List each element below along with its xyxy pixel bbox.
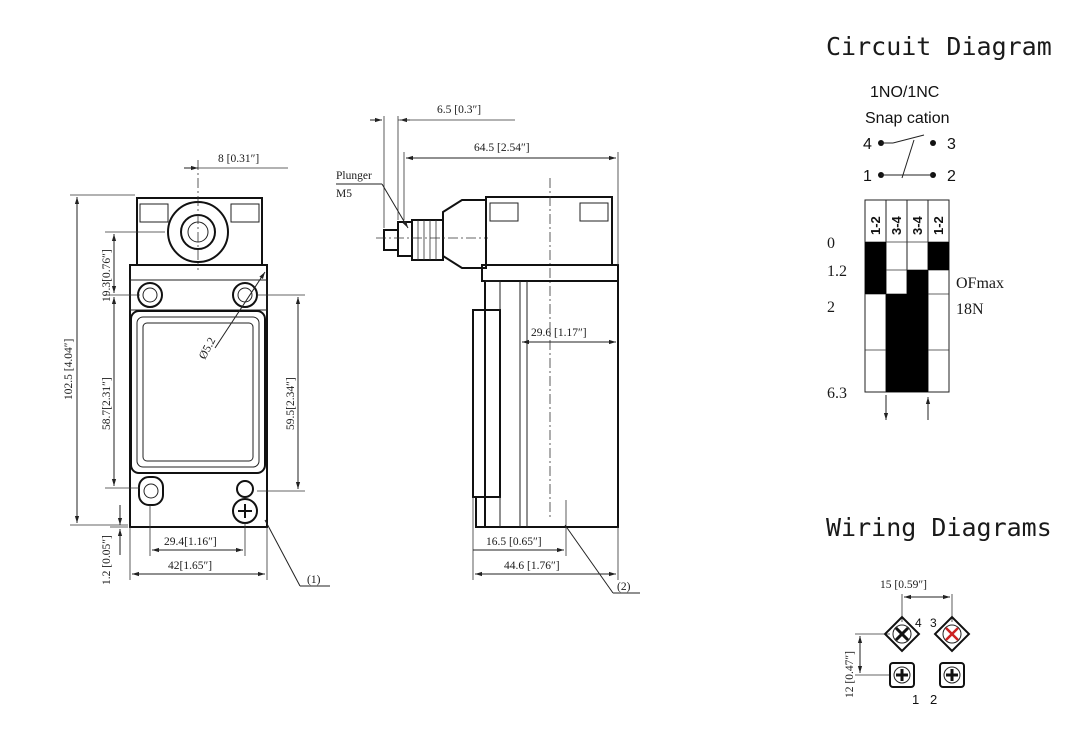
side-plunger-thread-lines xyxy=(417,220,437,260)
dim-front-body-height: 58.7[2.31″] xyxy=(101,297,140,489)
wiring-spacing-h: 15 [0.59″] xyxy=(880,579,927,591)
wiring-title: Wiring Diagrams xyxy=(826,513,1052,542)
side-head-notch-left xyxy=(489,202,519,222)
circuit-terminal-4: 4 xyxy=(863,136,872,153)
front-hole-top-left xyxy=(137,282,163,308)
dim-side-depth-inner-label: 29.6 [1.17″] xyxy=(531,327,587,339)
travel-col-2: 3-4 xyxy=(889,215,904,235)
travel-col-1: 1-2 xyxy=(868,216,883,235)
callout-front: (1) xyxy=(264,519,330,587)
wiring-terminal-4-label: 4 xyxy=(915,616,922,630)
travel-col-4: 1-2 xyxy=(931,216,946,235)
travel-col1-closed xyxy=(865,242,886,294)
wiring-terminal-1-label: 1 xyxy=(912,692,919,707)
side-plunger-callout: Plunger M5 xyxy=(336,170,409,229)
dim-front-width-label: 42[1.65″] xyxy=(168,560,212,572)
wiring-diagram: Wiring Diagrams 15 [0.59″] 12 [0.47″] 4 … xyxy=(826,513,1052,707)
side-view: 6.5 [0.3″] 64.5 [2.54″] Plunger M5 29.6 … xyxy=(336,104,640,594)
circuit-terminal-2: 2 xyxy=(947,168,956,185)
dim-side-base-depth-label: 16.5 [0.65″] xyxy=(486,536,542,548)
travel-label-0: 0 xyxy=(827,235,835,252)
dim-side-overall-len: 64.5 [2.54″] xyxy=(403,142,619,265)
callout-side-label: (2) xyxy=(617,581,631,593)
dim-side-base-depth: 16.5 [0.65″] xyxy=(472,497,619,580)
circuit-action: Snap cation xyxy=(865,110,950,127)
dim-front-head-height-label: 19.3[0.76″] xyxy=(101,249,113,302)
front-cover-window xyxy=(142,322,254,462)
dim-front-inner-width-label: 29.4[1.16″] xyxy=(164,536,217,548)
circuit-diagram: Circuit Diagram 1NO/1NC Snap cation 4 3 … xyxy=(826,32,1052,420)
dim-front-width-top-label: 8 [0.31″] xyxy=(218,153,259,165)
force-value: 18N xyxy=(956,301,984,318)
dim-front-base-label: 1.2 [0.05″] xyxy=(101,535,113,585)
side-cover-step xyxy=(472,309,501,498)
front-head-notch-right xyxy=(230,203,260,223)
dim-front-hole-dia-label: Ø5.2 xyxy=(197,336,218,362)
dim-front-inner-width: 29.4[1.16″] xyxy=(149,505,246,556)
front-cover-outer xyxy=(130,310,266,474)
wiring-terminal-3-label: 3 xyxy=(930,616,937,630)
front-cover-mid xyxy=(136,316,260,468)
side-plunger-nut xyxy=(397,221,413,257)
dim-front-base: 1.2 [0.05″] xyxy=(101,505,128,585)
dim-front-hole-spacing-label: 59.5[2.34″] xyxy=(285,377,297,430)
side-plunger-thread xyxy=(411,219,444,261)
dim-front-height-total: 102.5 [4.04″] xyxy=(63,194,135,526)
side-plunger-thread-label: M5 xyxy=(336,188,352,200)
circuit-switch-symbol xyxy=(878,134,936,179)
travel-label-1: 1.2 xyxy=(827,263,847,280)
side-plunger-label: Plunger xyxy=(336,170,372,182)
wiring-spacing-v: 12 [0.47″] xyxy=(844,651,856,698)
side-head-outline xyxy=(485,196,613,266)
travel-label-3: 6.3 xyxy=(827,385,847,402)
front-mount-band xyxy=(129,279,268,311)
travel-col2-closed xyxy=(886,294,907,392)
front-body-outline xyxy=(129,264,268,528)
circuit-title: Circuit Diagram xyxy=(826,32,1052,61)
front-head-outline xyxy=(136,197,263,266)
wiring-terminal-2-label: 2 xyxy=(930,692,937,707)
dim-side-depth-inner: 29.6 [1.17″] xyxy=(522,327,616,345)
travel-col4-closed xyxy=(928,242,949,270)
front-hole-top-right xyxy=(232,282,258,308)
wiring-dim-horizontal: 15 [0.59″] xyxy=(880,579,953,622)
circuit-terminal-3: 3 xyxy=(947,136,956,153)
callout-front-label: (1) xyxy=(307,574,321,586)
travel-col-3: 3-4 xyxy=(910,215,925,235)
wiring-terminal-2: 2 xyxy=(930,662,965,707)
dim-front-head-height: 19.3[0.76″] xyxy=(101,231,165,302)
front-hole-bottom-left xyxy=(138,476,164,506)
front-view: 8 [0.31″] 102.5 [4.04″] 19.3[0.76″] 58.7… xyxy=(63,153,330,587)
travel-label-2: 2 xyxy=(827,299,835,316)
front-head-notch-left xyxy=(139,203,169,223)
callout-side: (2) xyxy=(564,524,640,594)
front-hole-bottom-right xyxy=(232,480,258,524)
circuit-terminal-1: 1 xyxy=(863,168,872,185)
force-label: OFmax xyxy=(956,275,1004,292)
wiring-dim-vertical: 12 [0.47″] xyxy=(844,633,890,698)
wiring-terminal-3: 3 xyxy=(930,615,971,653)
side-head-notch-right xyxy=(579,202,609,222)
dim-side-depth-label: 44.6 [1.76″] xyxy=(504,560,560,572)
circuit-contact-type: 1NO/1NC xyxy=(870,84,939,101)
dim-side-depth: 44.6 [1.76″] xyxy=(475,560,616,577)
dim-side-plunger-len-label: 6.5 [0.3″] xyxy=(437,104,481,116)
circuit-travel-chart: 1-2 3-4 3-4 1-2 0 1.2 2 6.3 OFmax 18N xyxy=(827,199,1004,420)
side-plunger-housing xyxy=(442,199,487,269)
dim-front-width-top: 8 [0.31″] xyxy=(184,153,288,171)
side-base-step xyxy=(475,497,485,528)
dim-front-hole-spacing: 59.5[2.34″] xyxy=(257,294,305,492)
wiring-terminal-4: 4 xyxy=(883,615,922,653)
dim-front-height-total-label: 102.5 [4.04″] xyxy=(63,339,75,400)
dim-front-body-height-label: 58.7[2.31″] xyxy=(101,377,113,430)
side-plunger-tip xyxy=(383,229,399,251)
travel-col3-closed xyxy=(907,270,928,392)
side-body-lines xyxy=(485,280,528,527)
side-body-outline xyxy=(484,280,619,528)
wiring-terminal-1: 1 xyxy=(889,662,919,707)
dim-front-width: 42[1.65″] xyxy=(129,527,268,580)
dim-side-plunger-len: 6.5 [0.3″] xyxy=(370,104,515,228)
dim-side-overall-len-label: 64.5 [2.54″] xyxy=(474,142,530,154)
